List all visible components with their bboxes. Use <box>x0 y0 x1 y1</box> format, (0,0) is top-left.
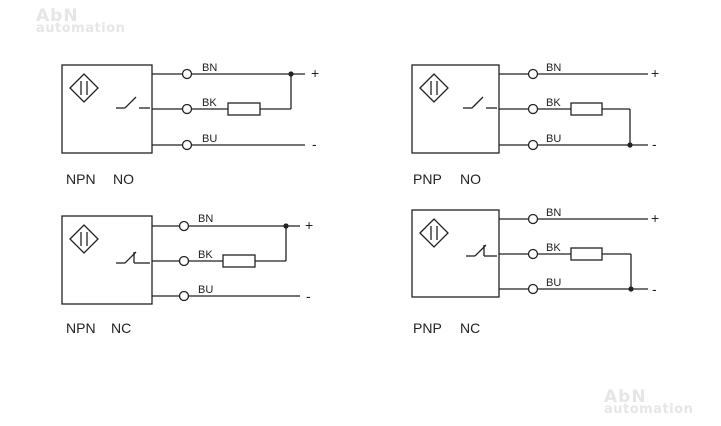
watermark-bottom-right: AbN automation <box>604 387 694 417</box>
load-resistor <box>570 247 603 261</box>
diagram-pnp-no <box>411 64 648 154</box>
label-bn: BN <box>546 207 561 219</box>
sensor-symbol-icon <box>419 73 449 103</box>
nc-switch-icon <box>466 244 497 257</box>
watermark-sub: automation <box>604 402 694 417</box>
terminal-bn <box>181 68 193 80</box>
terminal-bn <box>527 213 539 225</box>
label-bu: BU <box>546 277 561 289</box>
sign-plus: + <box>651 65 659 81</box>
label-bk: BK <box>202 97 217 109</box>
sensor-symbol-icon <box>69 224 99 254</box>
sign-plus: + <box>305 217 313 233</box>
label-bn: BN <box>198 213 213 225</box>
label-bk: BK <box>546 242 561 254</box>
load-resistor <box>222 254 256 268</box>
diagram-npn-no <box>61 64 305 154</box>
load-resistor <box>570 102 603 116</box>
caption-type: NPN <box>66 171 96 187</box>
sign-plus: + <box>651 210 659 226</box>
sign-minus: - <box>312 136 317 152</box>
terminal-bu <box>527 139 539 151</box>
sensor-body <box>61 215 153 305</box>
caption-type: NPN <box>66 320 96 336</box>
watermark-sub: automation <box>36 21 126 36</box>
terminal-bu <box>527 283 539 295</box>
watermark-top-left: AbN automation <box>36 6 126 36</box>
caption-contact: NC <box>111 320 131 336</box>
junction-dot <box>283 223 289 229</box>
sign-minus: - <box>652 281 657 297</box>
terminal-bn <box>178 220 190 232</box>
diagram-npn-nc <box>61 215 300 305</box>
caption-contact: NC <box>460 320 480 336</box>
terminal-bk <box>527 248 539 260</box>
caption-type: PNP <box>413 171 442 187</box>
sensor-body <box>411 64 500 154</box>
terminal-bu <box>181 139 193 151</box>
no-switch-icon <box>116 96 150 109</box>
sensor-body <box>411 209 500 298</box>
label-bn: BN <box>546 62 561 74</box>
caption-contact: NO <box>460 171 481 187</box>
terminal-bk <box>527 103 539 115</box>
caption-type: PNP <box>413 320 442 336</box>
watermark-brand: AbN <box>604 387 647 407</box>
label-bu: BU <box>198 284 213 296</box>
terminal-bk <box>181 103 193 115</box>
terminal-bn <box>527 68 539 80</box>
load-resistor <box>227 102 261 116</box>
junction-dot <box>288 71 294 77</box>
diagram-pnp-nc <box>411 209 648 298</box>
watermark-brand: AbN <box>36 6 79 26</box>
sensor-symbol-icon <box>69 73 99 103</box>
sensor-body <box>61 64 153 154</box>
label-bk: BK <box>546 97 561 109</box>
sign-plus: + <box>311 65 319 81</box>
terminal-bu <box>178 290 190 302</box>
no-switch-icon <box>463 96 497 109</box>
nc-switch-icon <box>116 251 150 264</box>
label-bu: BU <box>202 133 217 145</box>
sign-minus: - <box>652 136 657 152</box>
label-bu: BU <box>546 133 561 145</box>
caption-contact: NO <box>113 171 134 187</box>
label-bk: BK <box>198 249 213 261</box>
terminal-bk <box>178 255 190 267</box>
sign-minus: - <box>306 288 311 304</box>
label-bn: BN <box>202 62 217 74</box>
sensor-symbol-icon <box>419 218 449 248</box>
